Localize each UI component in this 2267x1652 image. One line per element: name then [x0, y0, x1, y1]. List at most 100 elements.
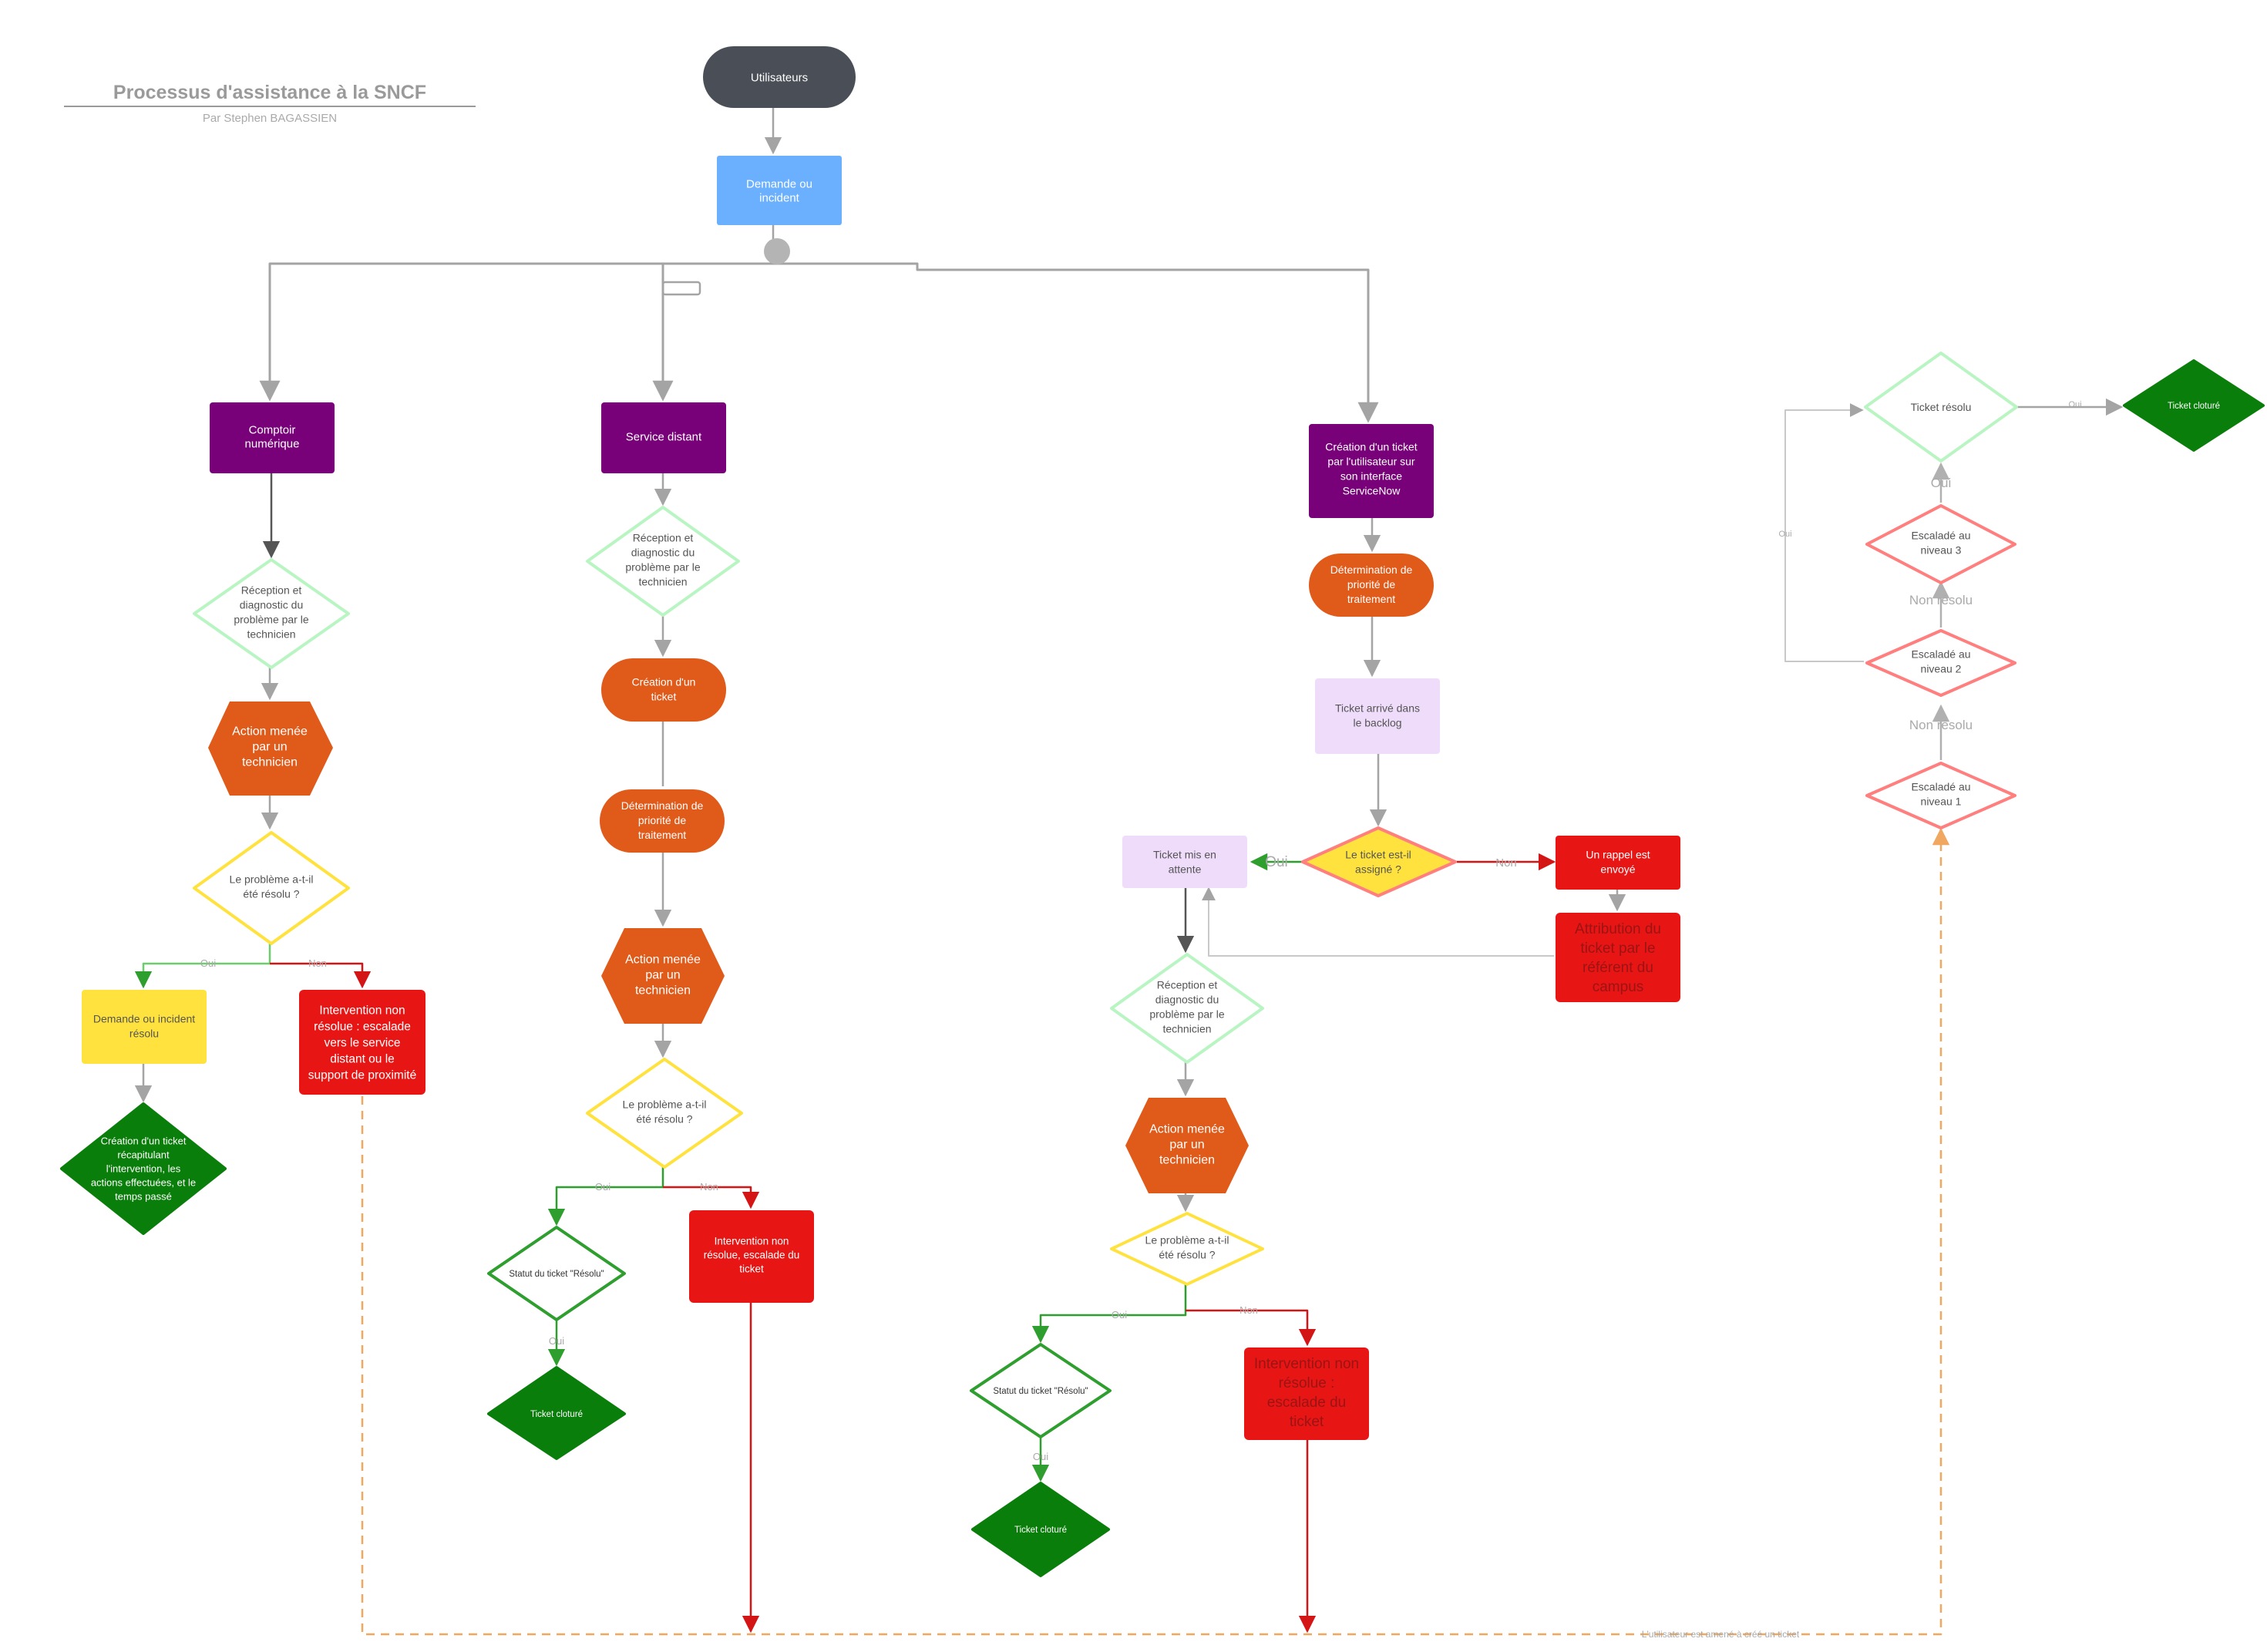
- node-c4-cloture-shape: [2123, 359, 2265, 452]
- node-c2-question-shape: [586, 1058, 743, 1169]
- node-c2-priorite-shape: [600, 789, 725, 853]
- title-block: Processus d'assistance à la SNCF Par Ste…: [64, 82, 476, 125]
- node-label-utilisateurs: Utilisateurs: [751, 71, 808, 84]
- node-label-service-distant: Service distant: [626, 430, 702, 443]
- label-c3-resolu-non: Non: [1239, 1304, 1258, 1316]
- node-c4-niveau2-shape: [1865, 629, 2016, 697]
- node-c1-question-shape: [193, 831, 350, 945]
- node-c4-resolu-shape: [1864, 352, 2018, 463]
- node-junction: [764, 238, 790, 264]
- node-c1-recap-shape: [60, 1102, 227, 1235]
- node-label-c3-cloture: Ticket cloturé: [1014, 1526, 1067, 1535]
- edge-c3-resolu-oui: [1031, 1283, 1187, 1344]
- diagram-title: Processus d'assistance à la SNCF: [113, 82, 426, 103]
- edge-bottom-return: [361, 827, 1950, 1636]
- label-c4-non-resolu-2: Non résolu: [1909, 718, 1973, 732]
- node-comptoir-shape: [210, 402, 335, 473]
- node-c3-non-resolu-shape: [1244, 1348, 1369, 1440]
- edge-labels: Oui Non Oui Non Oui Oui Non Oui Non Oui …: [200, 400, 2082, 1640]
- node-c2-creation-shape: [601, 658, 726, 722]
- label-c1-oui: Oui: [200, 957, 216, 969]
- node-c1-resolu-shape: [82, 990, 207, 1064]
- label-c2-non: Non: [700, 1181, 718, 1193]
- label-c4-non-resolu-1: Non résolu: [1909, 593, 1973, 607]
- label-c3-statut-oui: Oui: [1033, 1451, 1048, 1462]
- node-c2-action-shape: [601, 928, 725, 1024]
- edge-connector-handle: [661, 281, 701, 296]
- node-c3-attente-shape: [1122, 836, 1247, 888]
- label-c4-oui-loop: Oui: [1778, 530, 1791, 539]
- node-c4-niveau1-shape: [1865, 762, 2016, 829]
- label-c3-non: Non: [1495, 856, 1517, 870]
- node-c2-statut-shape: [487, 1226, 626, 1321]
- node-c2-reception-shape: [586, 506, 740, 617]
- diagram-author: Par Stephen BAGASSIEN: [203, 112, 337, 125]
- edge-c4-loop-oui: [1784, 403, 1864, 662]
- edge-c1-non: [270, 962, 372, 989]
- label-c4-oui-cloture: Oui: [2068, 400, 2081, 409]
- edges: [134, 108, 2124, 1636]
- edge-c3-attribution-attente: [1202, 887, 1554, 957]
- node-c1-reception-shape: [193, 558, 350, 669]
- node-c1-non-resolu-shape: [299, 990, 425, 1095]
- node-c3-attribution-shape: [1556, 913, 1680, 1002]
- node-c3-action-shape: [1125, 1098, 1249, 1193]
- node-c2-cloture-shape: [487, 1366, 626, 1460]
- label-c2-oui: Oui: [595, 1181, 610, 1193]
- node-label-c2-cloture: Ticket cloturé: [530, 1410, 583, 1419]
- node-c3-cloture-shape: [971, 1482, 1110, 1577]
- node-c2-non-resolu-shape: [689, 1210, 814, 1303]
- label-c1-non: Non: [308, 957, 327, 969]
- node-label-c2-statut: Statut du ticket "Résolu": [509, 1270, 604, 1279]
- node-c3-statut-shape: [970, 1343, 1112, 1438]
- node-label-c3-statut: Statut du ticket "Résolu": [993, 1387, 1088, 1396]
- label-c3-oui: Oui: [1265, 854, 1288, 870]
- node-c3-creation-shape: [1309, 424, 1434, 518]
- node-c3-rappel-shape: [1556, 836, 1680, 890]
- node-c1-action-shape: [208, 702, 333, 796]
- node-c3-priorite-shape: [1309, 553, 1434, 617]
- edge-c2-oui: [547, 1166, 664, 1226]
- node-utilisateurs-shape: [703, 46, 856, 108]
- node-service-distant-shape: [601, 402, 726, 473]
- node-c4-niveau3-shape: [1865, 504, 2016, 584]
- edge-c2-non: [663, 1186, 760, 1210]
- label-c2-statut-oui: Oui: [549, 1335, 564, 1347]
- label-c4-oui-up: Oui: [1931, 476, 1951, 490]
- edge-c3-resolu-non: [1186, 1309, 1317, 1347]
- node-label-c4-ticket-resolu: Ticket résolu: [1911, 401, 1972, 413]
- edge-junction-servicenow: [773, 262, 1379, 423]
- node-c3-reception-shape: [1110, 953, 1264, 1064]
- edge-c1-oui: [134, 942, 271, 989]
- label-bottom: L'utilisateur est amené à créé un ticket: [1642, 1629, 1800, 1640]
- node-demande-shape: [717, 156, 842, 225]
- label-c3-resolu-oui: Oui: [1112, 1309, 1127, 1321]
